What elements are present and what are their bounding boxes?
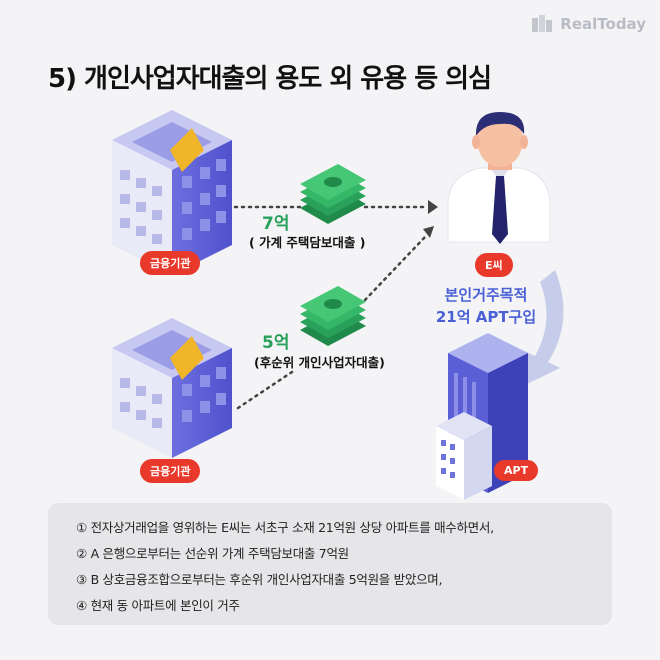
- note-item: ① 전자상거래업을 영위하는 E씨는 서초구 소재 21억원 상당 아파트를 매…: [76, 520, 494, 535]
- person-badge: E씨: [475, 253, 513, 277]
- purchase-purpose: 본인거주목적 21억 APT구입: [426, 284, 546, 328]
- money-stack-icon: [300, 286, 366, 346]
- brand-logo: RealToday: [530, 14, 646, 34]
- purpose-line-1: 본인거주목적: [444, 286, 528, 304]
- institution-badge-1: 금융기관: [140, 251, 201, 275]
- note-item: ③ B 상호금융조합으로부터는 후순위 개인사업자대출 5억원을 받았으며,: [76, 572, 443, 587]
- flow-arrows: [233, 205, 427, 410]
- note-item: ② A 은행으로부터는 선순위 가계 주택담보대출 7억원: [76, 546, 349, 561]
- loan-label-2: (후순위 개인사업자대출): [254, 355, 385, 370]
- loan-amount-2: 5억: [262, 333, 290, 353]
- apartment-building-icon: [436, 412, 492, 500]
- purpose-line-2: 21억 APT구입: [435, 308, 537, 326]
- money-stack-icon: [300, 164, 366, 224]
- notes-list: ① 전자상거래업을 영위하는 E씨는 서초구 소재 21억원 상당 아파트를 매…: [48, 503, 612, 619]
- institution-badge-2: 금융기관: [140, 459, 201, 483]
- bank-building-icon: [112, 318, 232, 458]
- person-icon: [447, 112, 551, 244]
- notes-box: ① 전자상거래업을 영위하는 E씨는 서초구 소재 21억원 상당 아파트를 매…: [48, 503, 612, 625]
- bank-building-icon: [112, 110, 232, 275]
- loan-amount-1: 7억: [262, 214, 290, 234]
- arrow-head-icon: [423, 226, 434, 238]
- arrow-head-icon: [428, 200, 438, 214]
- logo-text: RealToday: [560, 15, 646, 33]
- logo-mark-icon: [532, 15, 553, 32]
- purchase-arrow-icon: [522, 270, 564, 385]
- loan-label-1: ( 가계 주택담보대출 ): [249, 235, 366, 250]
- page-title: 5) 개인사업자대출의 용도 외 유용 등 의심: [48, 64, 492, 94]
- apt-badge: APT: [494, 460, 539, 481]
- note-item: ④ 현재 동 아파트에 본인이 거주: [76, 598, 240, 613]
